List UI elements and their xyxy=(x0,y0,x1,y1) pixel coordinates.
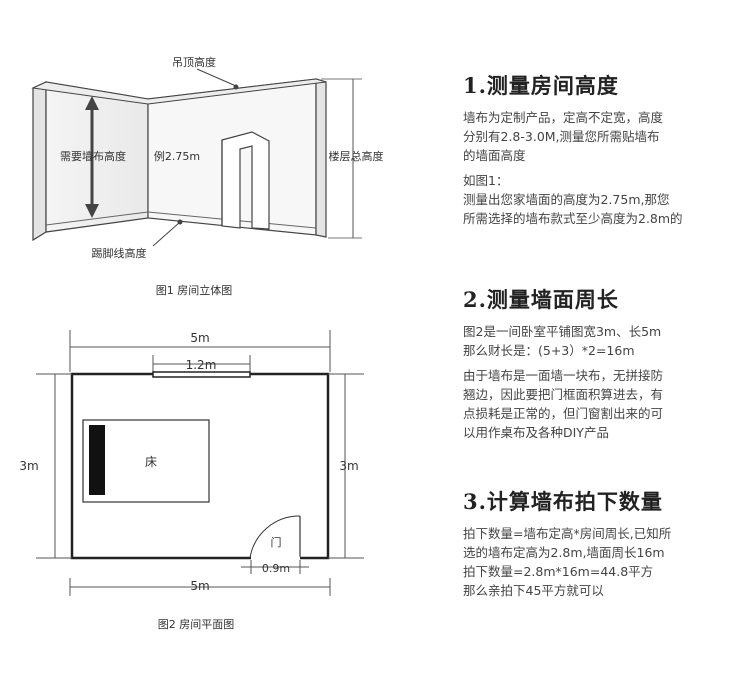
wall-height-label: 需要墙布高度 xyxy=(60,149,126,163)
bed-label: 床 xyxy=(145,455,157,469)
window-width-label: 1.2m xyxy=(186,358,217,372)
skirting-left xyxy=(45,211,149,226)
doorway xyxy=(221,131,270,230)
floor-height-dimension xyxy=(321,78,362,239)
text-line: 由于墙布是一面墙一块布，无拼接防 xyxy=(463,368,664,383)
bed-headboard xyxy=(89,425,105,495)
ceiling-leader xyxy=(196,68,237,87)
left-height-label: 3m xyxy=(19,459,38,473)
figure1-caption: 图1 房间立体图 xyxy=(156,283,233,297)
section-1-para-2: 如图1： 测量出您家墙面的高度为2.75m,那您 所需选择的墙布款式至少高度为2… xyxy=(463,171,683,228)
window xyxy=(152,371,251,378)
bottom-width-label: 5m xyxy=(190,579,209,593)
right-height-label: 3m xyxy=(339,459,358,473)
door-label: 门 xyxy=(271,535,282,549)
section-2-para-1: 图2是一间卧室平铺图宽3m、长5m 那么财长是：(5+3）*2=16m xyxy=(463,322,663,360)
text-line: 翘边，因此要把门框面积算进去，有 xyxy=(463,387,664,402)
door-swing xyxy=(249,515,301,559)
text-line: 图2是一间卧室平铺图宽3m、长5m xyxy=(463,324,662,339)
text-line: 拍下数量=2.8m*16m=44.8平方 xyxy=(463,564,654,579)
ceiling-strip xyxy=(31,78,327,105)
door-width-label: 0.9m xyxy=(262,562,290,575)
text-line: 墙布为定制产品，定高不定宽，高度 xyxy=(463,110,664,125)
figure2-caption: 图2 房间平面图 xyxy=(158,618,235,631)
text-line: 的墙面高度 xyxy=(463,148,526,163)
text-line: 如图1： xyxy=(463,173,509,188)
figure2-plan xyxy=(36,330,364,596)
text-line: 拍下数量=墙布定高*房间周长,已知所 xyxy=(463,526,672,541)
left-wall-edge xyxy=(32,81,47,242)
text-line: 分别有2.8-3.0M,测量您所需贴墙布 xyxy=(463,129,660,144)
section-1-para-1: 墙布为定制产品，定高不定宽，高度 分别有2.8-3.0M,测量您所需贴墙布 的墙… xyxy=(463,108,683,165)
section-2-para-2: 由于墙布是一面墙一块布，无拼接防 翘边，因此要把门框面积算进去，有 点损耗是正常… xyxy=(463,366,663,442)
right-wall-edge xyxy=(315,78,327,238)
section-measure-height: 1.测量房间高度 墙布为定制产品，定高不定宽，高度 分别有2.8-3.0M,测量… xyxy=(463,70,683,228)
skirting-label: 踢脚线高度 xyxy=(92,246,147,260)
text-line: 以用作桌布及各种DIY产品 xyxy=(463,425,609,440)
wall-height-arrow xyxy=(85,96,99,218)
text-line: 所需选择的墙布款式至少高度为2.8m的 xyxy=(463,211,683,226)
section-3-title: 3.计算墙布拍下数量 xyxy=(463,489,663,514)
text-line: 测量出您家墙面的高度为2.75m,那您 xyxy=(463,192,670,207)
ceiling-leader-dot xyxy=(233,84,239,90)
ceiling-label: 吊顶高度 xyxy=(172,55,216,69)
top-width-label: 5m xyxy=(190,331,209,345)
skirting-leader xyxy=(152,221,181,247)
section-measure-perimeter: 2.测量墙面周长 图2是一间卧室平铺图宽3m、长5m 那么财长是：(5+3）*2… xyxy=(463,284,663,442)
section-1-title: 1.测量房间高度 xyxy=(463,73,619,98)
floor-height-label: 楼层总高度 xyxy=(329,149,384,163)
text-line: 点损耗是正常的，但门窗割出来的可 xyxy=(463,406,664,421)
text-line: 选的墙布定高为2.8m,墙面周长16m xyxy=(463,545,665,560)
text-line: 那么财长是：(5+3）*2=16m xyxy=(463,343,635,358)
text-line: 那么亲拍下45平方就可以 xyxy=(463,583,604,598)
example-height-label: 例2.75m xyxy=(154,149,200,163)
section-2-title: 2.测量墙面周长 xyxy=(463,287,619,312)
section-calc-quantity: 3.计算墙布拍下数量 拍下数量=墙布定高*房间周长,已知所 选的墙布定高为2.8… xyxy=(463,486,671,600)
figure1-room xyxy=(31,78,327,242)
section-3-para-1: 拍下数量=墙布定高*房间周长,已知所 选的墙布定高为2.8m,墙面周长16m 拍… xyxy=(463,524,671,600)
skirting-leader-dot xyxy=(177,219,183,225)
